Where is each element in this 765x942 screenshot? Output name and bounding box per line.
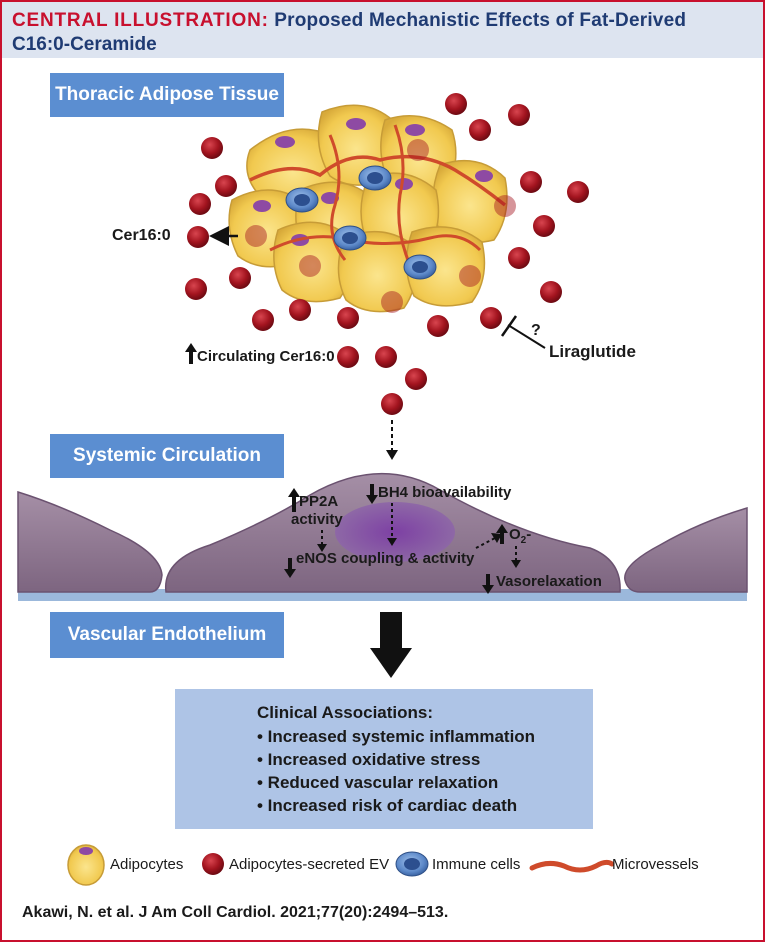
clinical-item: • Increased systemic inflammation [257, 727, 536, 746]
embedded-ev [407, 139, 429, 161]
liraglutide-inhibition-line [507, 324, 546, 349]
embedded-ev [381, 291, 403, 313]
clinical-item: • Increased risk of cardiac death [257, 796, 518, 815]
ev [480, 307, 502, 329]
ev [405, 368, 427, 390]
ev [201, 137, 223, 159]
clinical-item: • Reduced vascular relaxation [257, 773, 499, 792]
question-mark: ? [531, 322, 541, 339]
adipocyte-nucleus [253, 200, 271, 212]
ev [189, 193, 211, 215]
header-title: CENTRAL ILLUSTRATION: Proposed Mechanist… [12, 10, 686, 32]
ev-icon [202, 853, 224, 875]
big-down-arrow [370, 612, 412, 678]
citation: Akawi, N. et al. J Am Coll Cardiol. 2021… [22, 904, 449, 921]
adipose-cluster [228, 104, 516, 313]
section-thoracic-adipose: Thoracic Adipose Tissue [50, 73, 284, 117]
section-systemic-circulation: Systemic Circulation [50, 434, 284, 478]
ev-scatter [185, 93, 589, 415]
pp2a-label: PP2A [299, 493, 339, 510]
superoxide-o: O [509, 526, 521, 543]
header-title-line1: Proposed Mechanistic Effects of Fat-Deri… [274, 10, 687, 31]
adipocyte-nucleus [475, 170, 493, 182]
ev [185, 278, 207, 300]
ev [337, 346, 359, 368]
cer-label: Cer16:0 [112, 227, 171, 244]
ev [567, 181, 589, 203]
immune-cell-nucleus [294, 194, 310, 206]
ev [533, 215, 555, 237]
legend-adipocytes-label: Adipocytes [110, 856, 184, 873]
microvessel-icon [529, 859, 615, 873]
adipocyte-icon [67, 844, 105, 886]
microvessel [269, 234, 482, 252]
circulating-up-arrow [185, 343, 197, 364]
ev [508, 247, 530, 269]
ev [375, 346, 397, 368]
enos-label: eNOS coupling & activity [296, 550, 475, 567]
liraglutide-inhibition-bar [500, 315, 518, 337]
endothelial-cell-left [17, 490, 163, 593]
ev [229, 267, 251, 289]
vasorelaxation-label: Vasorelaxation [496, 573, 602, 590]
embedded-ev [299, 255, 321, 277]
ev [540, 281, 562, 303]
header-lead: CENTRAL ILLUSTRATION: [12, 10, 269, 31]
embedded-ev [245, 225, 267, 247]
ev [520, 171, 542, 193]
adipocyte-nucleus [405, 124, 425, 136]
embedded-ev [494, 195, 516, 217]
header-title-line2: C16:0-Ceramide [12, 34, 157, 55]
to-circulation-arrowhead [386, 450, 398, 460]
adipocyte-nucleus [321, 192, 339, 204]
ev [381, 393, 403, 415]
legend-icons [67, 844, 615, 886]
clinical-associations-box: Clinical Associations: • Increased syste… [175, 689, 593, 829]
ev [337, 307, 359, 329]
adipocyte [337, 230, 418, 313]
endothelium [17, 473, 748, 601]
ev [508, 104, 530, 126]
legend-immune-label: Immune cells [432, 856, 521, 873]
legend-ev-label: Adipocytes-secreted EV [229, 856, 390, 873]
embedded-ev [459, 265, 481, 287]
pp2a-activity-label: activity [291, 511, 343, 528]
ev [469, 119, 491, 141]
endothelial-cell-right [624, 506, 748, 593]
immune-cell-nucleus [342, 232, 358, 244]
superoxide-sub: 2 [520, 535, 527, 546]
adipocyte-nucleus [275, 136, 295, 148]
figure-header: CENTRAL ILLUSTRATION: Proposed Mechanist… [2, 2, 763, 58]
adipocyte [405, 226, 486, 307]
mechanism-arrows [284, 484, 521, 594]
adipocyte-icon-nucleus [79, 847, 93, 855]
superoxide-label: O2- [509, 526, 531, 546]
ev [427, 315, 449, 337]
ev [187, 226, 209, 248]
clinical-title: Clinical Associations: [257, 703, 434, 722]
immune-cell-icon-nucleus [404, 858, 420, 870]
clinical-item: • Increased oxidative stress [257, 750, 481, 769]
superoxide-charge: - [526, 526, 532, 543]
endothelial-nucleus [335, 502, 455, 562]
immune-cell-nucleus [367, 172, 383, 184]
legend-microvessels-label: Microvessels [612, 856, 699, 873]
ev [445, 93, 467, 115]
adipocyte-nucleus [395, 178, 413, 190]
adipocyte-nucleus [346, 118, 366, 130]
bh4-label: BH4 bioavailability [378, 484, 512, 501]
ev [215, 175, 237, 197]
microvessel [249, 154, 507, 207]
microvessel [393, 124, 412, 266]
section-vascular-endothelium: Vascular Endothelium [50, 612, 284, 658]
liraglutide-label: Liraglutide [549, 342, 636, 361]
ev [289, 299, 311, 321]
immune-cell-nucleus [412, 261, 428, 273]
circulating-cer-label: Circulating Cer16:0 [197, 348, 335, 365]
ev [252, 309, 274, 331]
